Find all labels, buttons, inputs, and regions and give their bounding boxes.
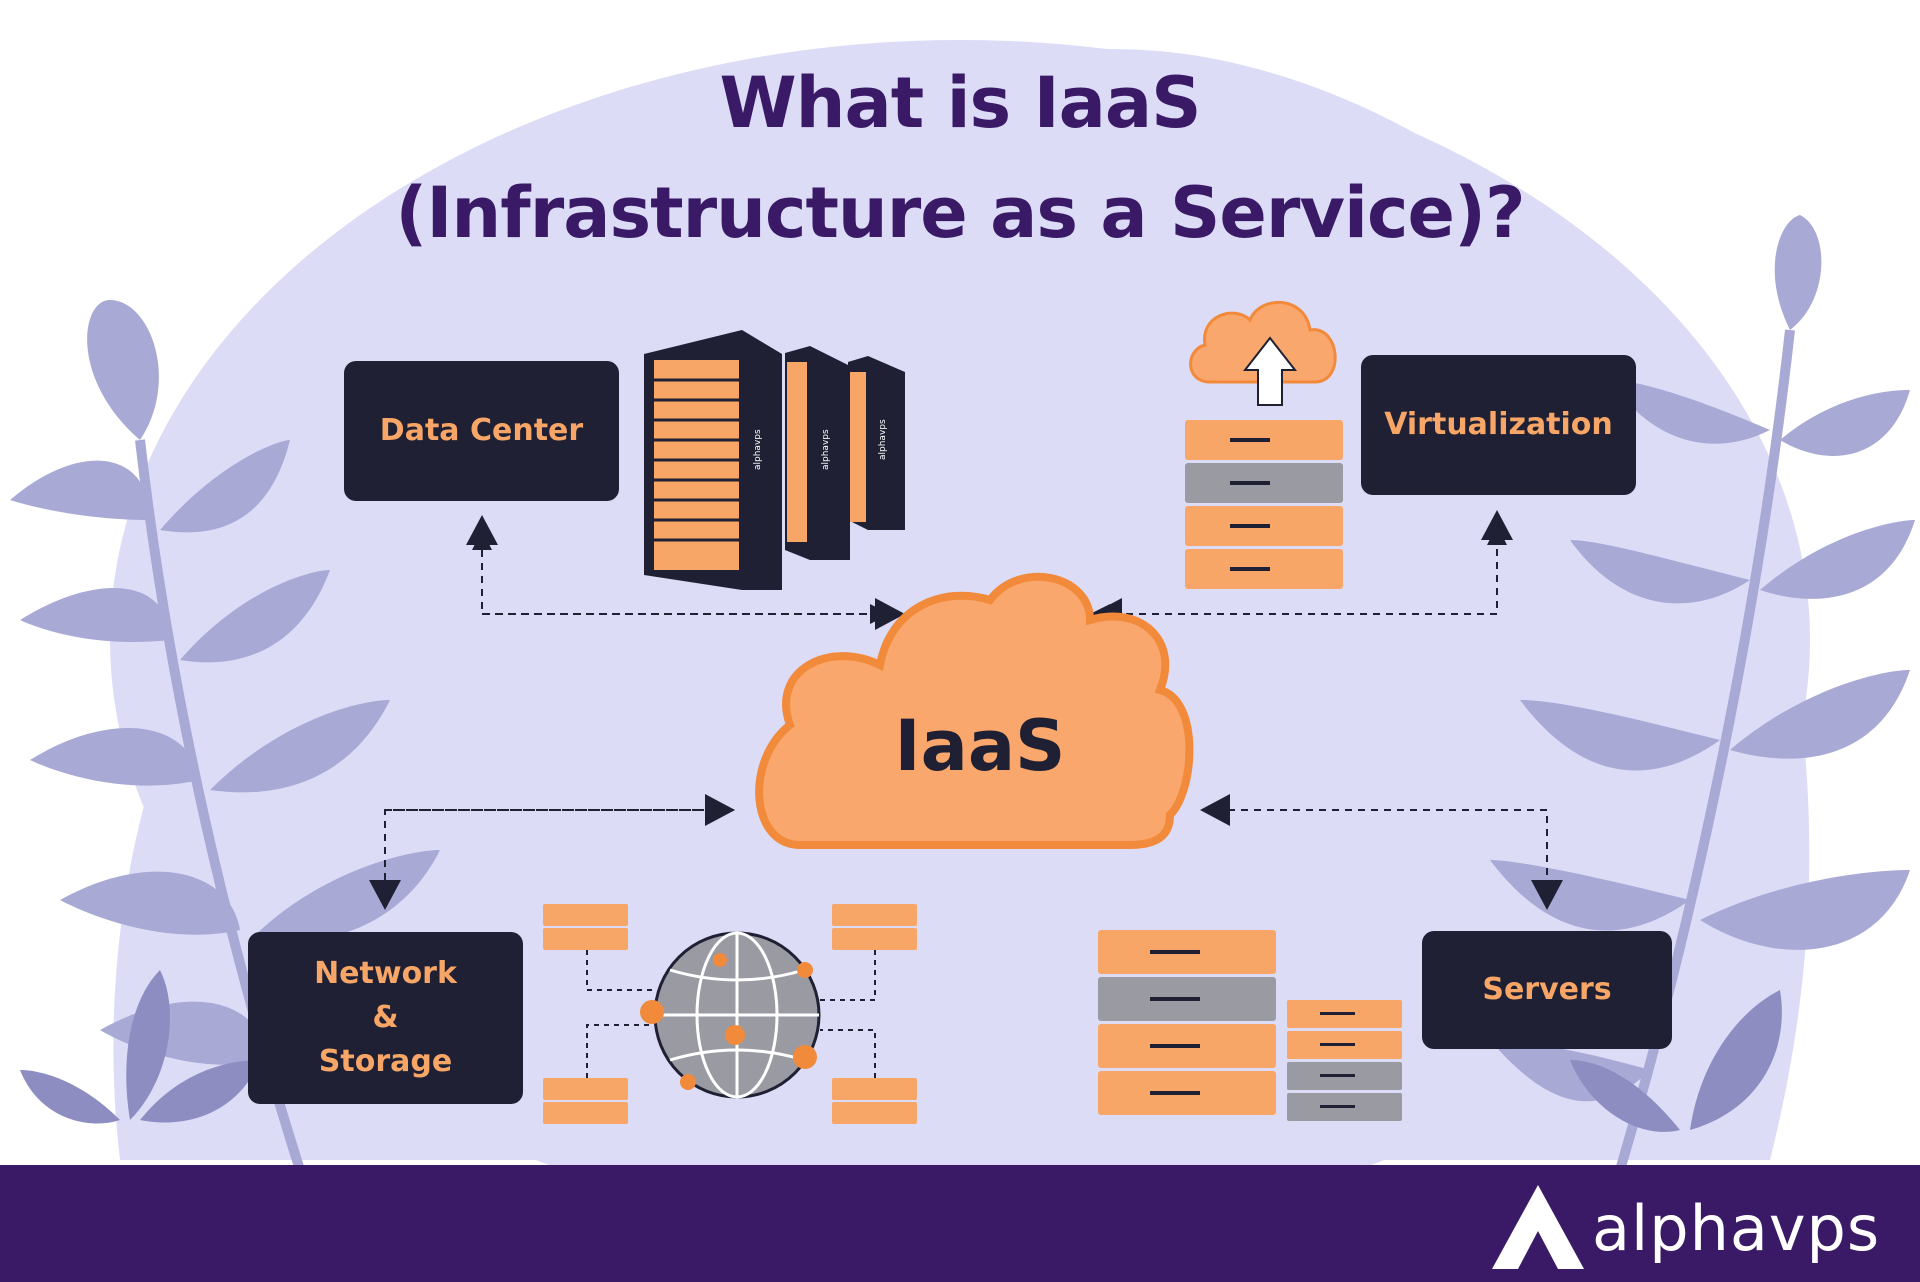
dashed-arrow-icon	[375, 525, 1557, 905]
servers-box: Servers	[1422, 931, 1672, 1049]
leaf-branch-right-icon	[1490, 215, 1915, 1172]
footer-bar	[0, 1165, 1920, 1282]
iaas-cloud-icon	[755, 572, 1194, 849]
rack-brand-label-3: alphavps	[878, 419, 888, 460]
data-center-box: Data Center	[344, 361, 619, 501]
ampersand-label: &	[372, 1000, 399, 1035]
leaf-small-plant-right-icon	[1570, 990, 1782, 1132]
page-title-line-1: What is IaaS	[719, 62, 1201, 144]
servers-stack-icon	[1098, 930, 1402, 1121]
alphavps-logo-icon	[1492, 1185, 1584, 1269]
server-rack-icon: alphavps alphavps alphavps	[644, 330, 905, 590]
cloud-upload-icon	[1189, 300, 1337, 406]
leaf-branch-left-icon	[10, 300, 440, 1172]
network-links	[586, 950, 876, 1078]
footer-brand: alphavps	[1592, 1192, 1881, 1265]
network-label: Network	[314, 956, 457, 991]
network-server-icons	[543, 904, 917, 1124]
leaf-small-plant-icon	[20, 970, 260, 1124]
page-title-line-2: (Infrastructure as a Service)?	[395, 172, 1525, 254]
rack-brand-label: alphavps	[753, 429, 763, 470]
storage-label: Storage	[318, 1044, 453, 1079]
globe-network-icon	[640, 931, 821, 1099]
server-stack-icon	[1185, 420, 1343, 589]
virtualization-box: Virtualization	[1361, 355, 1636, 495]
network-storage-box: Network & Storage	[248, 932, 523, 1104]
rack-brand-label-2: alphavps	[821, 429, 831, 470]
iaas-label: IaaS	[894, 705, 1066, 787]
